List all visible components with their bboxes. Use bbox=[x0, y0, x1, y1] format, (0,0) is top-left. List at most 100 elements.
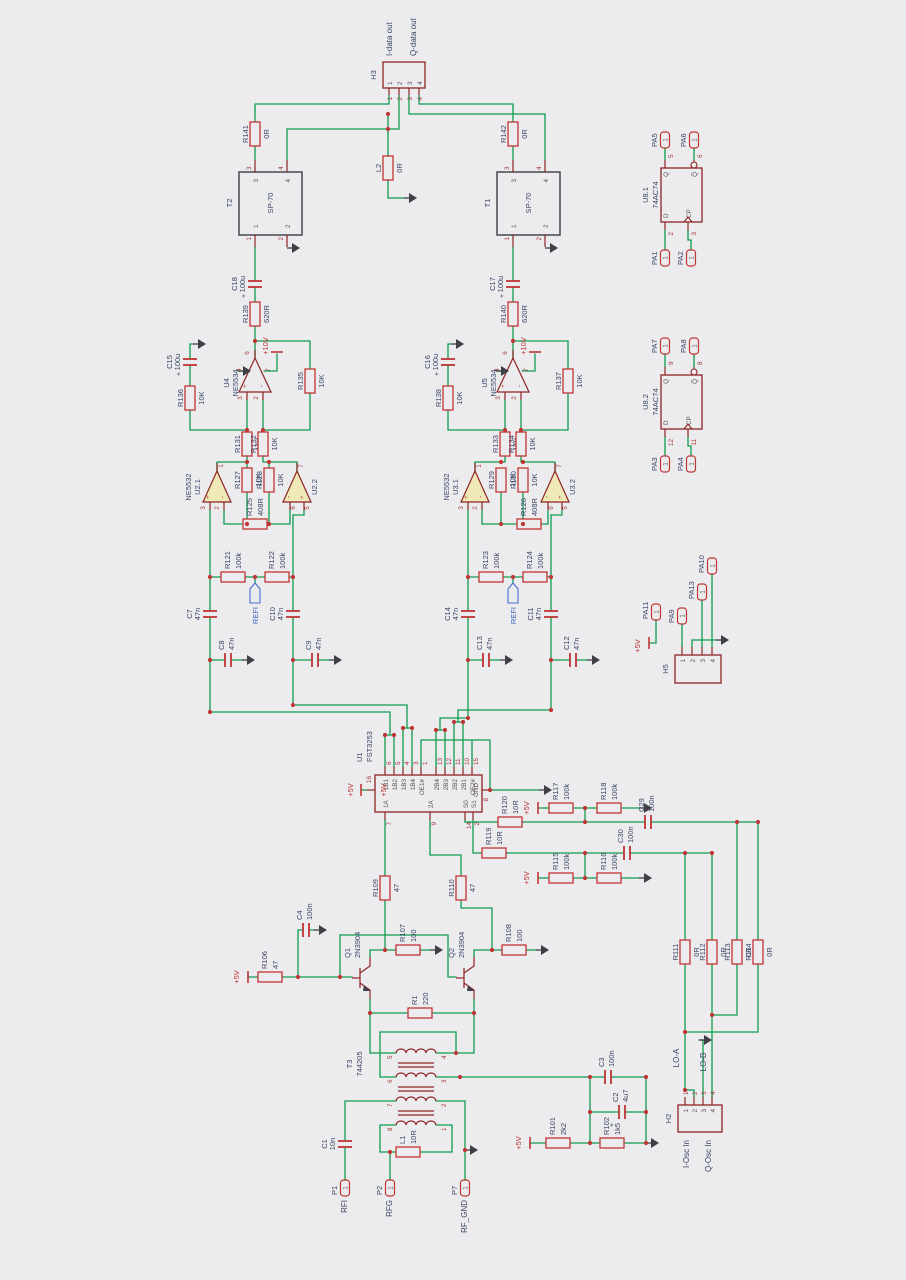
ground-icon[interactable] bbox=[193, 339, 206, 349]
net-wire[interactable] bbox=[687, 436, 692, 457]
supply-+5V[interactable]: +5V bbox=[232, 970, 249, 984]
pad-P2[interactable]: 1P2 bbox=[375, 1179, 396, 1197]
net-wire[interactable] bbox=[460, 899, 493, 951]
net-wire[interactable] bbox=[369, 949, 386, 958]
net-wire[interactable] bbox=[297, 929, 304, 978]
net-wire[interactable] bbox=[447, 409, 506, 431]
net-wire[interactable] bbox=[447, 343, 452, 360]
net-flag-REFI[interactable]: REFI bbox=[507, 582, 519, 624]
ground-icon[interactable] bbox=[404, 193, 417, 203]
net-wire[interactable] bbox=[512, 340, 569, 370]
supply-+5V[interactable]: +5V bbox=[522, 871, 539, 885]
ground-icon[interactable] bbox=[545, 243, 558, 253]
net-wire[interactable] bbox=[189, 343, 194, 360]
net-wire[interactable] bbox=[520, 392, 569, 431]
supply-+10V[interactable]: +10V bbox=[261, 337, 283, 355]
supply-+5V[interactable]: +5V bbox=[633, 637, 650, 653]
ground-icon[interactable] bbox=[242, 655, 255, 665]
net-wire[interactable] bbox=[464, 819, 499, 823]
pad-P7[interactable]: 1P7 bbox=[450, 1179, 471, 1197]
net-wire[interactable] bbox=[286, 94, 400, 161]
net-wire[interactable] bbox=[339, 934, 457, 978]
ground-icon[interactable] bbox=[716, 635, 729, 645]
net-wire[interactable] bbox=[379, 1031, 457, 1078]
ground-icon[interactable] bbox=[451, 339, 464, 349]
ground-icon[interactable] bbox=[329, 655, 342, 665]
net-wire[interactable] bbox=[262, 392, 311, 431]
net-wire[interactable] bbox=[435, 1100, 466, 1181]
net-wire[interactable] bbox=[263, 353, 278, 372]
ground-icon[interactable] bbox=[500, 655, 513, 665]
ground-icon[interactable] bbox=[238, 366, 251, 376]
net-wire[interactable] bbox=[408, 94, 546, 161]
net-wire[interactable] bbox=[223, 509, 244, 525]
net-wire[interactable] bbox=[711, 963, 738, 1016]
net-wire[interactable] bbox=[254, 94, 390, 123]
net-wire[interactable] bbox=[550, 509, 563, 516]
supply-+5V[interactable]: +5V bbox=[346, 783, 362, 797]
net-wire[interactable] bbox=[691, 639, 717, 648]
net-wire[interactable] bbox=[472, 819, 483, 854]
net-wire[interactable] bbox=[344, 1100, 397, 1142]
net-wire[interactable] bbox=[419, 1124, 453, 1153]
net-wire[interactable] bbox=[521, 353, 536, 372]
net-wire[interactable] bbox=[369, 1012, 397, 1054]
net-wire[interactable] bbox=[439, 717, 469, 731]
supply-+5V[interactable]: +5V bbox=[514, 1136, 531, 1150]
net-wire[interactable] bbox=[292, 704, 408, 729]
ground-icon[interactable] bbox=[539, 785, 552, 795]
net-wire[interactable] bbox=[457, 709, 552, 723]
